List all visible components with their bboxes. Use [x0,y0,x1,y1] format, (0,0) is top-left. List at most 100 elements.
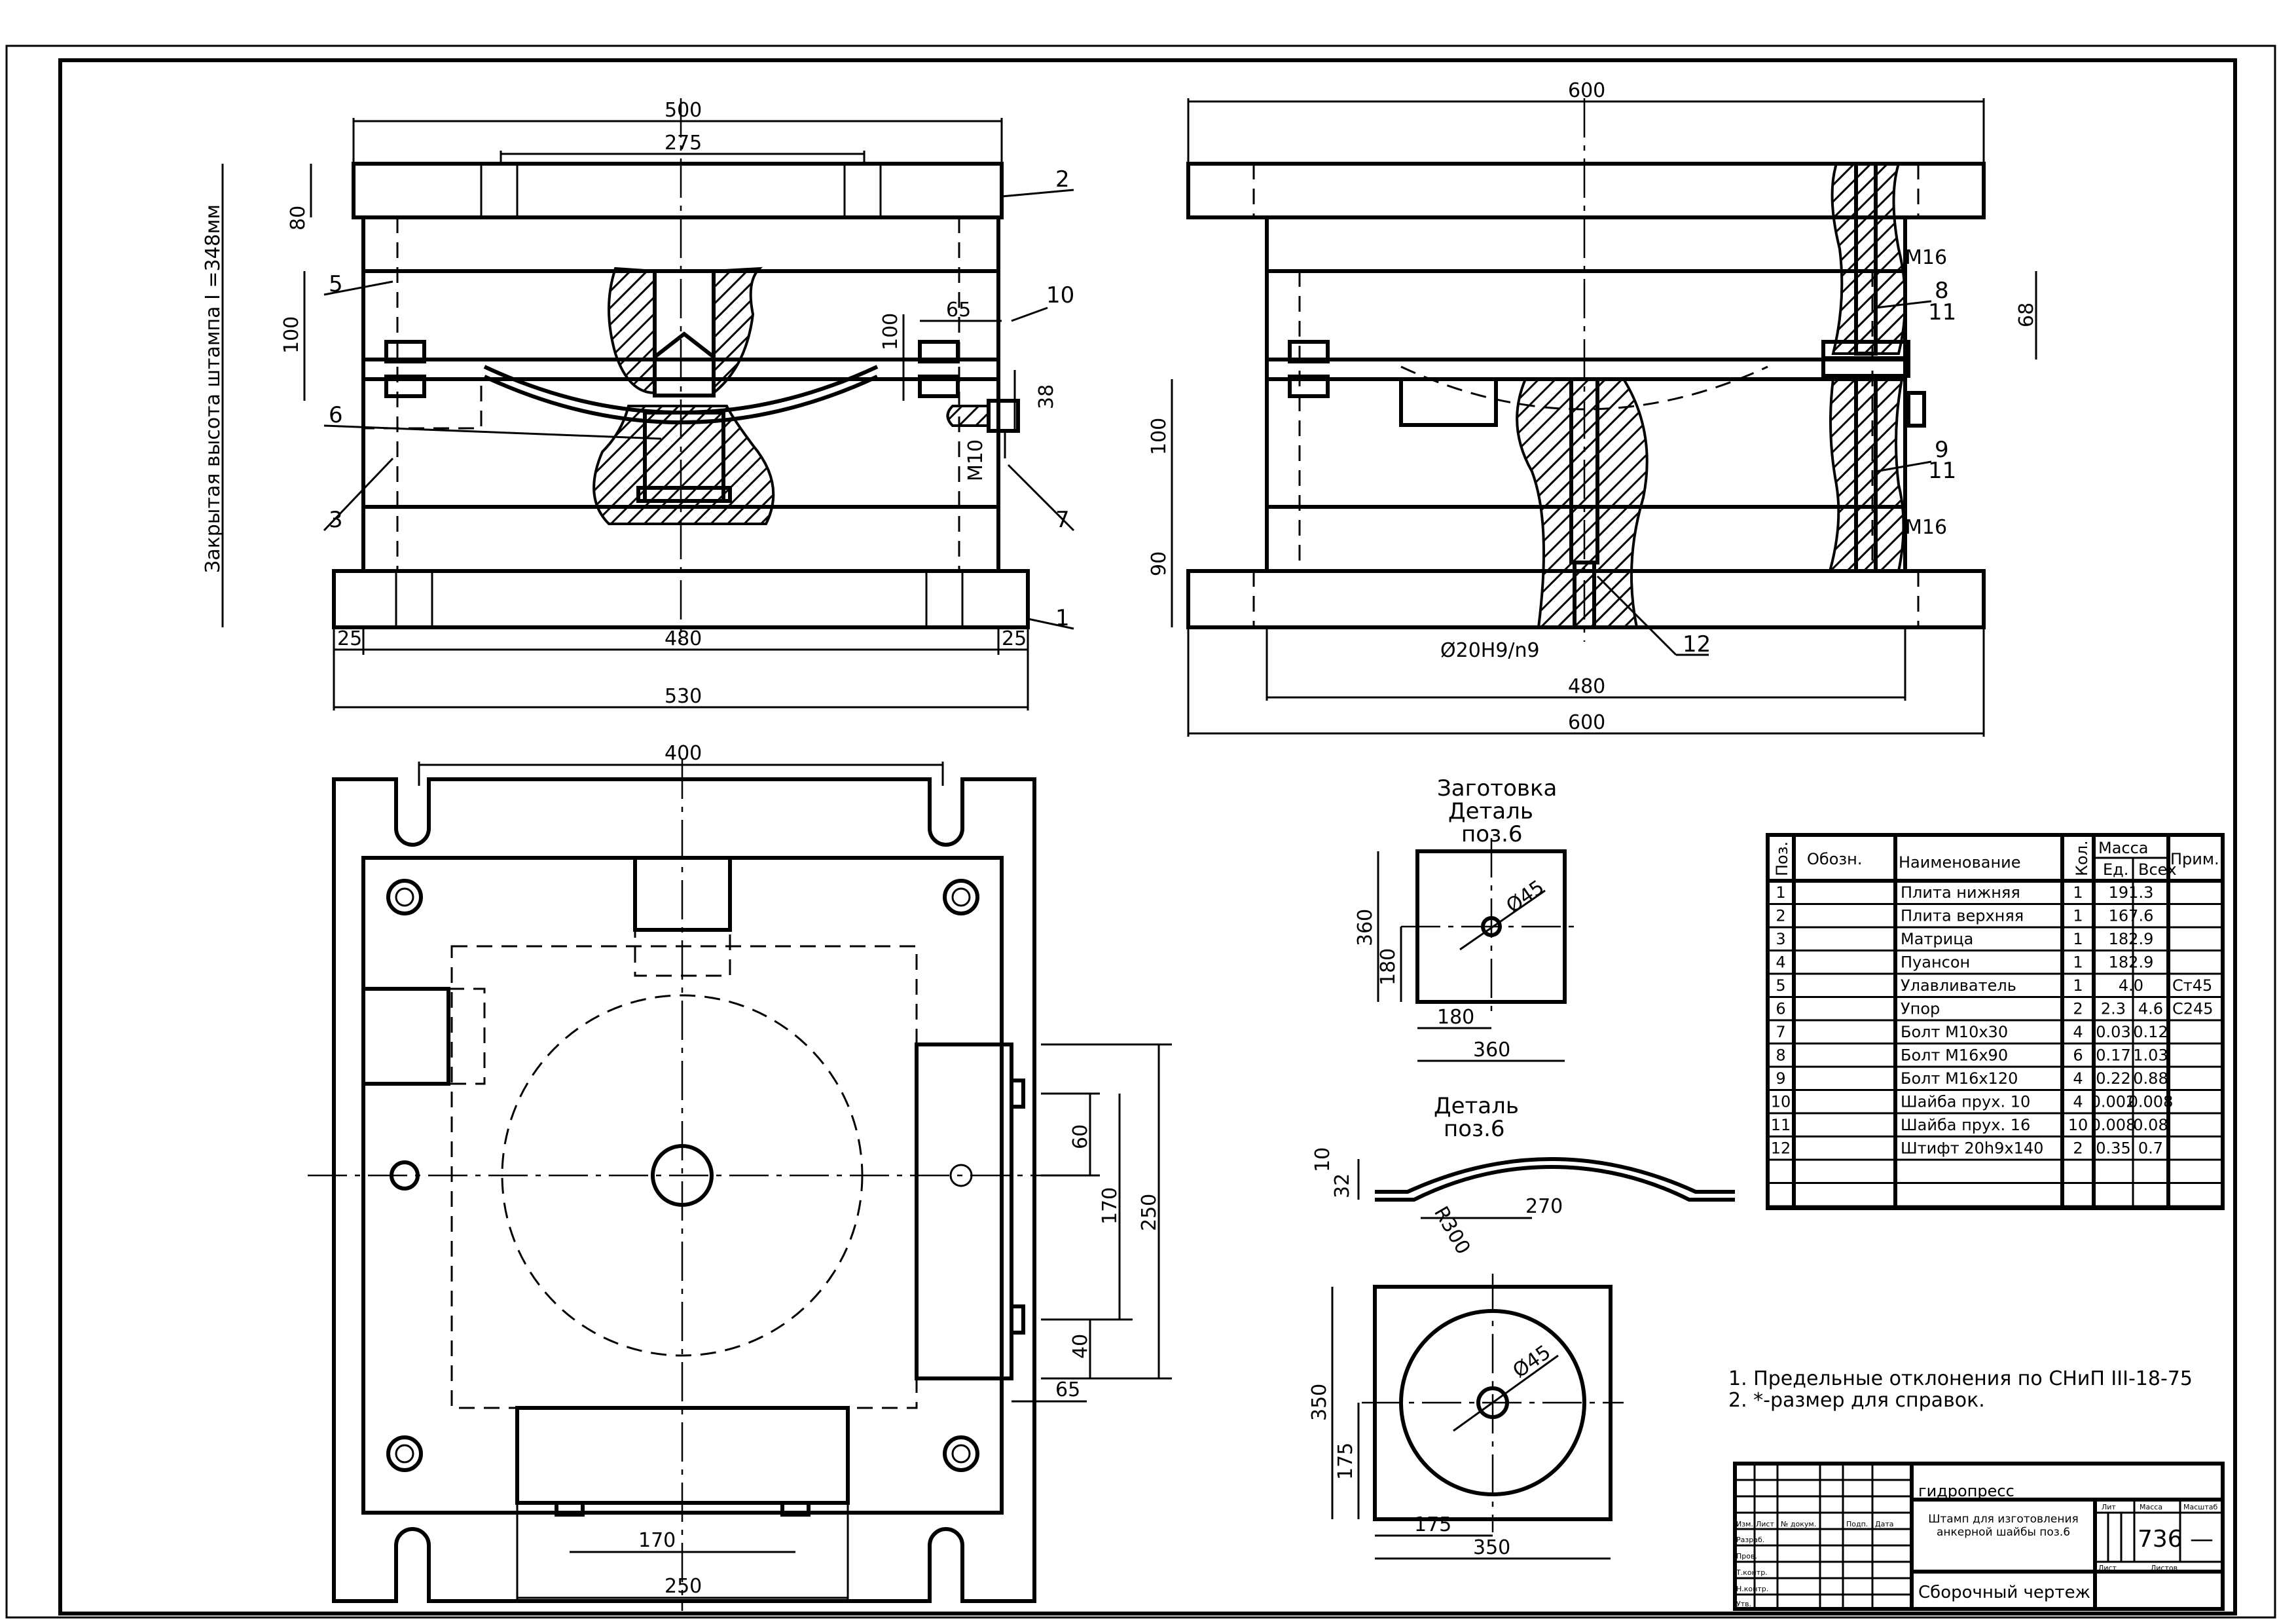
spec-cell-mass-total: 0.7 [2138,1139,2163,1158]
detail-dim-175-h: 175 [1414,1513,1451,1536]
dim-front-480: 480 [665,627,702,650]
spec-cell-pos: 6 [1776,1000,1785,1018]
blank-dim-180-h: 180 [1437,1006,1474,1029]
spec-cell-mass-unit: 4.0 [2119,976,2143,995]
note-1: 1. Предельные отклонения по СНиП III-18-… [1728,1367,2193,1390]
dim-front-100: 100 [280,316,303,354]
plan-view-dimensions: 400 60 170 250 40 65 170 250 [418,742,1172,1601]
stamp-label-tkontr: Т.контр. [1736,1568,1768,1577]
dim-front-530: 530 [665,685,702,708]
dim-front-25-left: 25 [337,627,362,650]
title-head-sheets: Листов [2151,1564,2178,1572]
pos-9: 9 [1935,437,1949,463]
spec-header-note: Прим. [2170,850,2219,868]
stamp-label-prov: Пров. [1736,1552,1757,1560]
blank-hole-dia: Ø45 [1503,876,1549,917]
thread-side-m16-lower: M16 [1905,516,1947,539]
stamp-label-utv: Утв. [1736,1600,1751,1608]
spec-header-mass-unit: Ед. [2103,860,2128,879]
title-org: гидропресс [1918,1482,2014,1500]
detail-dim-10: 10 [1311,1147,1334,1172]
title-scale-value: — [2190,1526,2214,1553]
pos-11-upper: 11 [1928,299,1956,325]
spec-cell-qty: 1 [2073,953,2083,972]
dim-side-100: 100 [1148,418,1171,455]
stamp-label-list: Лист [1756,1520,1774,1528]
spec-cell-pos: 8 [1776,1046,1785,1065]
spec-cell-mass-unit: 0.008 [2091,1116,2136,1134]
spec-cell-qty: 2 [2073,1000,2083,1018]
spec-table: Поз. Обозн. Наименование Кол. Масса Ед. … [1766,833,2225,1210]
spec-cell-mass-total: 4.6 [2138,1000,2163,1018]
pos-11-lower: 11 [1928,458,1956,484]
dim-front-500: 500 [665,99,702,122]
side-view-dimensions: 600 M16 M16 68 100 90 Ø20H9/n9 480 600 [1148,79,2038,737]
plan-view [308,760,1061,1611]
dim-side-480: 480 [1568,675,1605,698]
spec-cell-name: Плита нижняя [1901,883,2020,902]
spec-cell-mass-unit: 182.9 [2109,930,2154,948]
spec-cell-pos: 3 [1776,930,1785,948]
dim-front-65: 65 [946,299,971,322]
spec-cell-mass-total: 1.03 [2133,1046,2168,1065]
dim-plan-60: 60 [1069,1124,1092,1149]
spec-header-mass-total: Всех [2138,860,2177,879]
pos-3: 3 [329,507,343,533]
spec-cell-name: Болт М10х30 [1901,1023,2008,1041]
note-2: 2. *-размер для справок. [1728,1389,1985,1412]
spec-cell-mass-total: 0.08 [2133,1116,2168,1134]
inner-frame [58,58,2237,1615]
dim-front-100-right: 100 [879,313,902,350]
spec-cell-pos: 12 [1771,1139,1791,1158]
spec-cell-mass-unit: 182.9 [2109,953,2154,972]
small-fit-note: Ø20H9/n9 [1440,639,1540,662]
spec-cell-pos: 1 [1776,883,1785,902]
blank-title-1: Заготовка [1437,775,1557,802]
dim-side-90: 90 [1148,551,1171,576]
front-view [332,98,1030,642]
pos-7: 10 [1046,282,1074,308]
pos-6: 7 [1055,507,1070,533]
title-doc-wrap: Штамп для изготовления анкерной шайбы по… [1928,1513,2079,1539]
spec-cell-qty: 4 [2073,1023,2083,1041]
dim-front-38: 38 [1035,384,1058,409]
detail-dim-175-v: 175 [1334,1443,1357,1480]
spec-header-name: Наименование [1899,853,2021,872]
title-head-scale: Масштаб [2183,1503,2217,1511]
stamp-label-razrab: Разраб. [1736,1536,1764,1544]
detail-dim-32: 32 [1331,1173,1354,1198]
spec-header-qty: Кол. [2073,840,2091,876]
dim-plan-400: 400 [665,742,702,765]
dim-front-25-right: 25 [1002,627,1027,650]
spec-cell-name: Штифт 20h9х140 [1901,1139,2043,1158]
pos-2: 2 [1055,166,1070,193]
side-view-callouts: 8 11 9 11 12 [1596,278,1956,657]
spec-cell-pos: 2 [1776,907,1785,925]
stamp-label-izm: Изм. [1736,1520,1753,1528]
title-doc-type: Сборочный чертеж [1918,1583,2090,1602]
title-head-mass: Масса [2140,1503,2162,1511]
blank-dim-180-v: 180 [1377,948,1400,986]
detail-dim-350-h: 350 [1473,1536,1510,1559]
title-mass-value: 736 [2138,1526,2183,1553]
pos-4: 5 [329,271,343,297]
spec-cell-name: Пуансон [1901,953,1970,972]
spec-cell-mass-unit: 167.6 [2109,907,2154,925]
spec-cell-name: Шайба прух. 10 [1901,1093,2030,1111]
outer-frame [5,45,2276,1619]
dim-plan-250-h: 250 [665,1575,702,1598]
spec-cell-note: С245 [2172,1000,2214,1018]
closed-height-label: Закрытая высота штампа I =348мм [202,204,225,573]
spec-cell-mass-unit: 0.17 [2096,1046,2130,1065]
detail-view: Деталь поз.6 10 32 R300 270 Ø45 350 175 … [1308,1093,1735,1560]
dim-plan-170-h: 170 [638,1529,676,1552]
side-view [1186,98,1986,642]
spec-cell-mass-total: 0.88 [2133,1069,2168,1088]
spec-cell-qty: 4 [2073,1093,2083,1111]
spec-header-pos: Поз. [1773,841,1791,876]
dim-plan-65: 65 [1055,1378,1080,1401]
thread-side-m16-upper: M16 [1905,246,1947,269]
technical-notes: 1. Предельные отклонения по СНиП III-18-… [1728,1367,2193,1412]
dim-side-600-top: 600 [1568,79,1605,102]
